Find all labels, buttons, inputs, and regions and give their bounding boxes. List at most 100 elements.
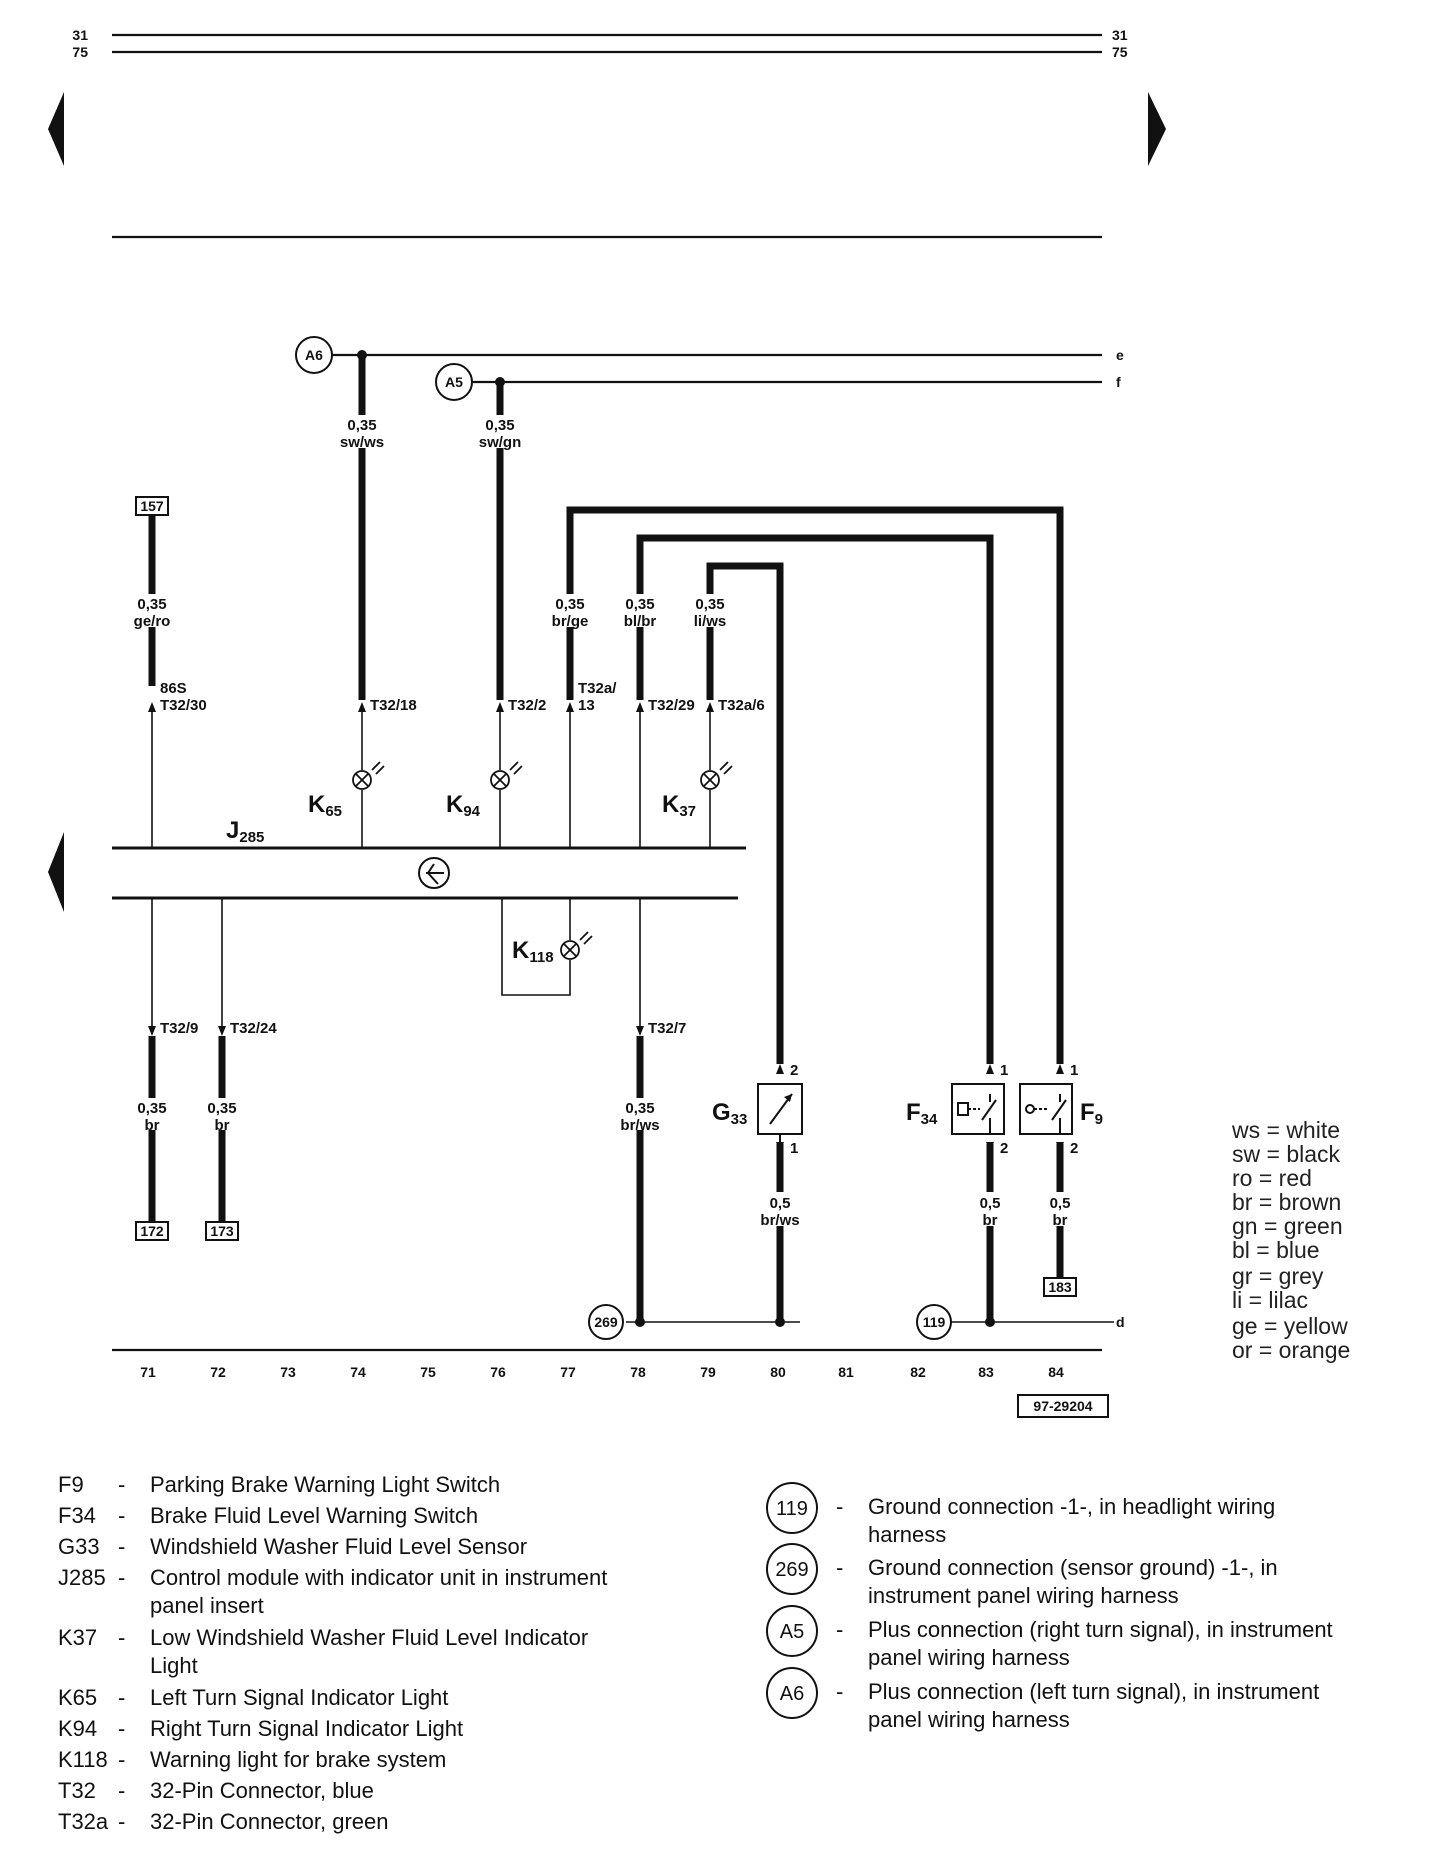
key-description: panel wiring harness bbox=[868, 1707, 1070, 1732]
scale-number: 83 bbox=[978, 1364, 994, 1380]
key-code: J285 bbox=[58, 1565, 106, 1590]
key-dash: - bbox=[118, 1565, 125, 1590]
key-dash: - bbox=[836, 1494, 843, 1519]
key-description: panel wiring harness bbox=[868, 1645, 1070, 1670]
key-circle-a6 bbox=[766, 1667, 818, 1719]
key-dash: - bbox=[118, 1778, 125, 1803]
bottom-scale: 71 72 73 74 75 76 77 78 79 80 81 82 83 8… bbox=[112, 1348, 1109, 1418]
key-description: Plus connection (left turn signal), in i… bbox=[868, 1679, 1319, 1704]
rails-e-f: e f A6 A5 bbox=[295, 336, 1124, 401]
ref-box-172 bbox=[135, 1221, 169, 1241]
pin-label: T32a/ bbox=[578, 680, 617, 697]
rail-31-right-label: 31 bbox=[1112, 27, 1128, 43]
plus-connection-a6-label: A6 bbox=[305, 347, 323, 363]
wire-color-label: li/ws bbox=[694, 613, 727, 630]
lower-pin-labels: T32/9 T32/24 T32/7 bbox=[148, 1020, 686, 1037]
pin-label: T32/7 bbox=[648, 1020, 686, 1037]
key-dash: - bbox=[118, 1625, 125, 1650]
key-code: F9 bbox=[58, 1472, 84, 1497]
pin-label: T32/30 bbox=[160, 697, 207, 714]
ref-box-173-label: 173 bbox=[210, 1223, 234, 1239]
pin-label: T32/2 bbox=[508, 697, 546, 714]
key-code: 119 bbox=[776, 1498, 808, 1520]
key-description: Ground connection (sensor ground) -1-, i… bbox=[868, 1555, 1278, 1580]
connection-key-right: 119 - Ground connection -1-, in headligh… bbox=[766, 1482, 1333, 1732]
key-code: K118 bbox=[58, 1747, 108, 1772]
wire-color-label: br/ge bbox=[552, 613, 589, 630]
pin-label: T32/18 bbox=[370, 697, 417, 714]
wire-size-label: 0,35 bbox=[137, 596, 166, 613]
key-dash: - bbox=[836, 1679, 843, 1704]
key-code: T32 bbox=[58, 1778, 96, 1803]
legend-entry: bl = blue bbox=[1232, 1237, 1320, 1263]
wire-color-label: sw/ws bbox=[340, 434, 384, 451]
legend-entry: ws = white bbox=[1231, 1117, 1340, 1143]
upper-wires bbox=[148, 355, 1064, 1064]
lamp-k65-icon bbox=[352, 761, 385, 790]
ref-box-157 bbox=[135, 496, 169, 516]
component-key-left: F9 - Parking Brake Warning Light Switch … bbox=[58, 1472, 607, 1834]
pin-label: 1 bbox=[1070, 1062, 1078, 1079]
wire-color-label: br bbox=[145, 1117, 160, 1134]
lower-wire-labels: 0,35 br 0,35 br 0,35 br/ws 0,5 br/ws 0,5… bbox=[137, 1100, 1070, 1229]
component-g33-label: G33 bbox=[712, 1099, 747, 1128]
scale-number: 74 bbox=[350, 1364, 366, 1380]
upper-wire-labels: 0,35 sw/ws 0,35 sw/gn 0,35 ge/ro 0,35 br… bbox=[134, 417, 727, 630]
wire-color-label: br bbox=[983, 1212, 998, 1229]
component-j285-label: J285 bbox=[226, 817, 264, 846]
key-description: Warning light for brake system bbox=[150, 1747, 446, 1772]
wire-size-label: 0,35 bbox=[625, 1100, 654, 1117]
scale-number: 80 bbox=[770, 1364, 786, 1380]
next-page-arrow-icon[interactable] bbox=[1148, 92, 1166, 166]
key-circle-a5 bbox=[766, 1605, 818, 1657]
component-f34-label: F34 bbox=[906, 1099, 938, 1128]
key-description: Ground connection -1-, in headlight wiri… bbox=[868, 1494, 1275, 1519]
wire-color-label: br/ws bbox=[620, 1117, 659, 1134]
ground-connection-119-label: 119 bbox=[923, 1314, 946, 1330]
key-description: harness bbox=[868, 1522, 946, 1547]
key-dash: - bbox=[118, 1534, 125, 1559]
rail-f-label: f bbox=[1116, 374, 1121, 390]
key-circle-269 bbox=[766, 1543, 818, 1595]
ground-connection-119 bbox=[916, 1304, 952, 1340]
rail-d-label: d bbox=[1116, 1314, 1125, 1330]
lamp-k118-icon bbox=[560, 931, 593, 960]
scale-number: 71 bbox=[140, 1364, 156, 1380]
ref-box-173 bbox=[205, 1221, 239, 1241]
ref-box-183 bbox=[1043, 1277, 1077, 1297]
rail-75-right-label: 75 bbox=[1112, 44, 1128, 60]
key-description: Brake Fluid Level Warning Switch bbox=[150, 1503, 478, 1528]
scale-number: 82 bbox=[910, 1364, 926, 1380]
scale-number: 84 bbox=[1048, 1364, 1064, 1380]
key-code: A5 bbox=[780, 1621, 804, 1643]
pin-label: 2 bbox=[1000, 1140, 1008, 1157]
scale-number: 79 bbox=[700, 1364, 716, 1380]
pin-label: T32/24 bbox=[230, 1020, 277, 1037]
k118-circuit bbox=[501, 898, 571, 996]
component-k65-label: K65 bbox=[308, 791, 342, 820]
wire-color-label: br bbox=[1053, 1212, 1068, 1229]
component-k118-label: K118 bbox=[512, 937, 554, 966]
key-description: Left Turn Signal Indicator Light bbox=[150, 1685, 448, 1710]
thin-wires-lower bbox=[151, 898, 641, 1026]
lower-wires bbox=[148, 1036, 1064, 1322]
legend-entry: li = lilac bbox=[1232, 1287, 1308, 1313]
scale-number: 75 bbox=[420, 1364, 436, 1380]
ground-connection-269 bbox=[588, 1304, 624, 1340]
key-code: K37 bbox=[58, 1625, 97, 1650]
prev-page-arrow-icon[interactable] bbox=[48, 92, 64, 166]
key-description: Control module with indicator unit in in… bbox=[150, 1565, 607, 1590]
plus-connection-a6 bbox=[295, 336, 333, 374]
key-description: Plus connection (right turn signal), in … bbox=[868, 1617, 1333, 1642]
key-dash: - bbox=[118, 1809, 125, 1834]
switch-f34: 1 2 F34 bbox=[906, 1062, 1008, 1157]
key-code: K65 bbox=[58, 1685, 97, 1710]
sensor-g33: 2 1 G33 bbox=[712, 1062, 803, 1157]
ref-box-172-label: 172 bbox=[140, 1223, 164, 1239]
key-code: 269 bbox=[775, 1559, 808, 1581]
wire-size-label: 0,35 bbox=[695, 596, 724, 613]
component-k37-label: K37 bbox=[662, 791, 696, 820]
lower-ref-boxes: 172 173 183 bbox=[135, 1221, 1077, 1297]
continue-arrow-icon[interactable] bbox=[48, 832, 64, 912]
